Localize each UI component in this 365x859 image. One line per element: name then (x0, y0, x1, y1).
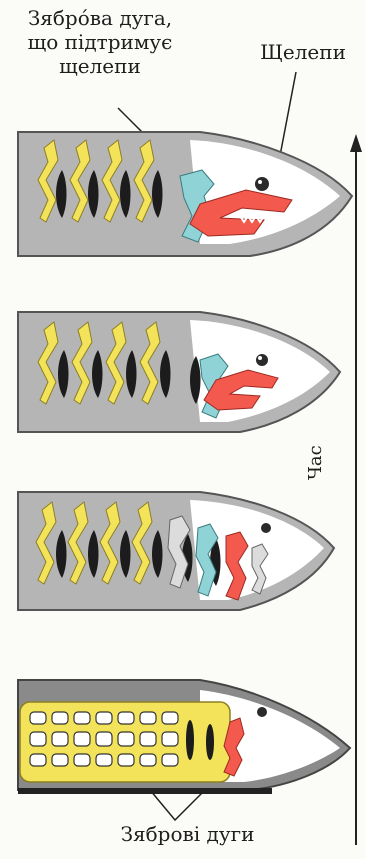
leader-line-gill-arches (150, 790, 205, 820)
fish-head-stage-3 (18, 312, 340, 432)
time-arrow (350, 134, 362, 845)
fish-head-stage-1 (18, 680, 350, 794)
fish-head-stage-4 (18, 132, 352, 256)
fish-head-stage-2 (18, 492, 334, 610)
